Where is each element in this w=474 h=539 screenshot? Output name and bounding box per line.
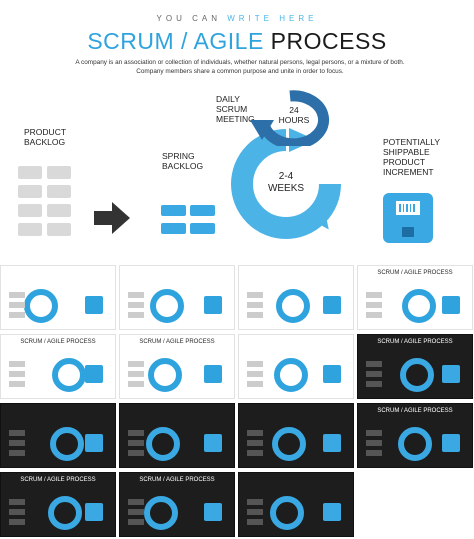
slide-thumbnail[interactable] bbox=[119, 265, 235, 330]
kicker-part1: YOU CAN bbox=[156, 14, 228, 23]
slide-title: SCRUM / AGILE PROCESS bbox=[0, 28, 474, 55]
slide-thumbnail[interactable] bbox=[119, 403, 235, 468]
sprint-item bbox=[190, 205, 215, 216]
thumbnail-preview-icon bbox=[366, 427, 460, 461]
title-part1: SCRUM / AGILE bbox=[87, 28, 264, 54]
slide-thumbnail[interactable] bbox=[238, 403, 354, 468]
backlog-item bbox=[18, 185, 42, 198]
backlog-item bbox=[18, 223, 42, 236]
thumbnail-preview-icon bbox=[128, 358, 222, 392]
thumbnail-preview-icon bbox=[247, 427, 341, 461]
thumbnail-preview-icon bbox=[247, 289, 341, 323]
increment-label: POTENTIALLY SHIPPABLE PRODUCT INCREMENT bbox=[383, 137, 440, 177]
sprint-item bbox=[161, 205, 186, 216]
thumbnail-title: SCRUM / AGILE PROCESS bbox=[139, 339, 215, 345]
thumbnail-preview-icon bbox=[366, 358, 460, 392]
sprint-backlog-label: SPRING BACKLOG bbox=[162, 151, 204, 171]
sprint-duration-label: 2-4 WEEKS bbox=[267, 171, 305, 194]
thumbnail-title: SCRUM / AGILE PROCESS bbox=[377, 270, 453, 276]
backlog-item bbox=[47, 166, 71, 179]
thumbnail-preview-icon bbox=[128, 496, 222, 530]
slide-thumbnail[interactable]: SCRUM / AGILE PROCESS bbox=[357, 403, 473, 468]
thumbnail-title: SCRUM / AGILE PROCESS bbox=[377, 339, 453, 345]
thumbnail-title: SCRUM / AGILE PROCESS bbox=[377, 408, 453, 414]
thumbnail-title: SCRUM / AGILE PROCESS bbox=[139, 477, 215, 483]
backlog-item bbox=[47, 185, 71, 198]
slide-thumbnail[interactable]: SCRUM / AGILE PROCESS bbox=[119, 472, 235, 537]
slide-thumbnail[interactable] bbox=[238, 265, 354, 330]
thumbnail-preview-icon bbox=[9, 358, 103, 392]
product-backlog-label: PRODUCT BACKLOG bbox=[24, 127, 66, 147]
slide-thumbnail[interactable] bbox=[238, 334, 354, 399]
backlog-item bbox=[18, 204, 42, 217]
template-thumbnails: SCRUM / AGILE PROCESS SCRUM / AGILE PROCE… bbox=[0, 265, 474, 539]
thumbnail-preview-icon bbox=[247, 496, 341, 530]
thumbnail-preview-icon bbox=[128, 427, 222, 461]
hero-slide: YOU CAN WRITE HERE SCRUM / AGILE PROCESS… bbox=[0, 0, 474, 262]
product-box-icon bbox=[383, 193, 433, 243]
backlog-item bbox=[47, 223, 71, 236]
backlog-item bbox=[18, 166, 42, 179]
slide-description: A company is an association or collectio… bbox=[75, 59, 405, 75]
slide-thumbnail[interactable] bbox=[238, 472, 354, 537]
thumbnail-title: SCRUM / AGILE PROCESS bbox=[20, 477, 96, 483]
slide-thumbnail[interactable]: SCRUM / AGILE PROCESS bbox=[357, 265, 473, 330]
thumbnail-preview-icon bbox=[9, 427, 103, 461]
slide-thumbnail[interactable]: SCRUM / AGILE PROCESS bbox=[0, 472, 116, 537]
sprint-item bbox=[161, 223, 186, 234]
slide-thumbnail[interactable]: SCRUM / AGILE PROCESS bbox=[119, 334, 235, 399]
slide-thumbnail[interactable] bbox=[0, 265, 116, 330]
sprint-item bbox=[190, 223, 215, 234]
kicker-part2: WRITE HERE bbox=[227, 14, 318, 23]
daily-cycle-icon bbox=[250, 90, 330, 146]
right-arrow-icon bbox=[94, 202, 130, 234]
slide-thumbnail[interactable]: SCRUM / AGILE PROCESS bbox=[0, 334, 116, 399]
thumbnail-preview-icon bbox=[366, 289, 460, 323]
slide-thumbnail[interactable]: SCRUM / AGILE PROCESS bbox=[357, 334, 473, 399]
slide-thumbnail[interactable] bbox=[0, 403, 116, 468]
title-part2: PROCESS bbox=[263, 28, 387, 54]
daily-duration-label: 24 HOURS bbox=[278, 105, 310, 125]
backlog-item bbox=[47, 204, 71, 217]
thumbnail-preview-icon bbox=[128, 289, 222, 323]
thumbnail-preview-icon bbox=[9, 289, 103, 323]
daily-scrum-label: DAILY SCRUM MEETING bbox=[216, 94, 255, 124]
thumbnail-preview-icon bbox=[9, 496, 103, 530]
thumbnail-title: SCRUM / AGILE PROCESS bbox=[20, 339, 96, 345]
thumbnail-preview-icon bbox=[247, 358, 341, 392]
kicker-text: YOU CAN WRITE HERE bbox=[0, 14, 474, 23]
